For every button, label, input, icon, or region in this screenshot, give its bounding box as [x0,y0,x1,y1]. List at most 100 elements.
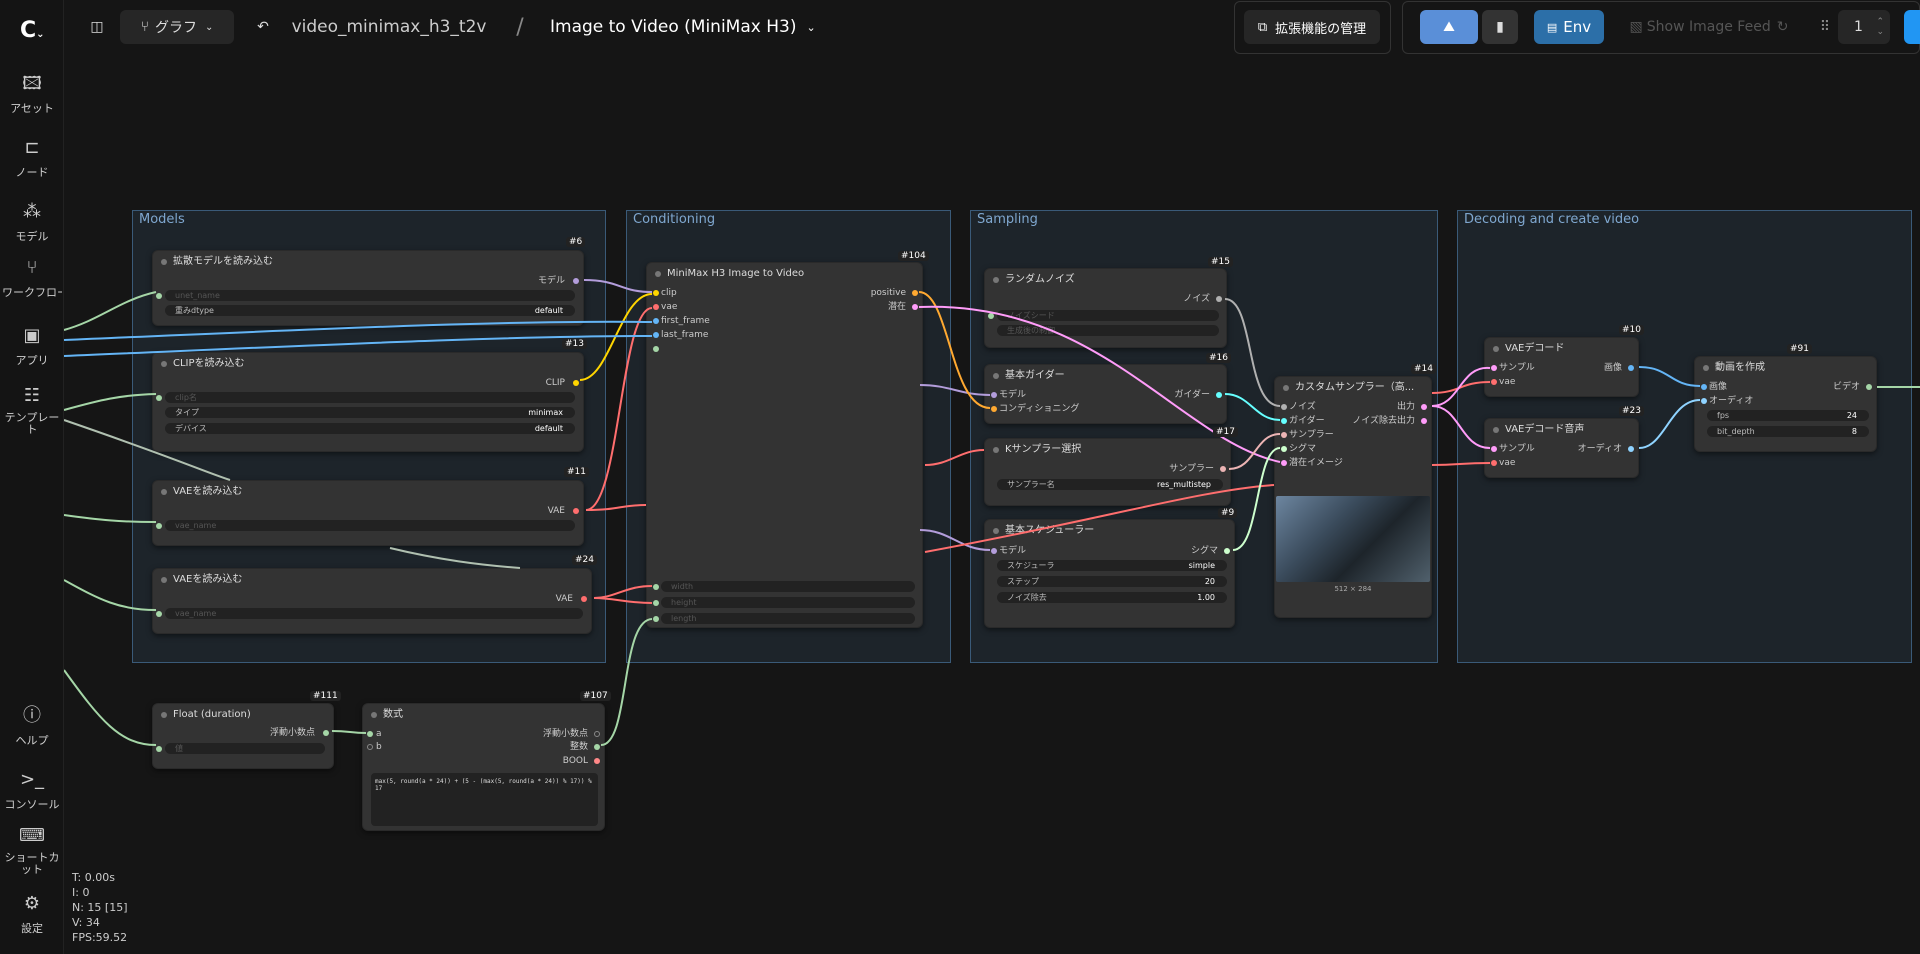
width-widget[interactable]: width [661,581,915,592]
node-load-clip[interactable]: CLIPを読み込む CLIP clip名 タイプ minimax デバイス de… [152,352,584,452]
graph-menu-button[interactable]: ⑂グラフ⌄ [120,10,234,44]
input-slot-vae[interactable] [653,304,659,310]
input-slot-width[interactable] [653,584,659,590]
output-slot[interactable] [581,596,587,602]
run-button[interactable]: ⛰ [1420,10,1478,44]
output-slot[interactable] [323,730,329,736]
input-slot-model[interactable] [991,548,997,554]
node-basic-guider[interactable]: 基本ガイダー モデル コンディショニング ガイダー [984,364,1227,424]
input-slot[interactable] [156,611,162,617]
height-widget[interactable]: height [661,597,915,608]
bit-depth-widget[interactable]: bit_depth 8 [1707,426,1869,437]
input-slot-last-frame[interactable] [653,332,659,338]
input-slot[interactable] [156,293,162,299]
value-widget[interactable]: 値 [165,743,325,754]
input-slot-height[interactable] [653,600,659,606]
sidebar-item-assets[interactable]: 🖾アセット [0,72,64,116]
sidebar-item-workflows[interactable]: ⑂ワークフロー [0,256,64,303]
input-slot-sigmas[interactable] [1281,446,1287,452]
input-slot-b[interactable] [367,744,373,750]
length-widget[interactable]: length [661,613,915,624]
output-slot-bool[interactable] [594,758,600,764]
output-slot-output[interactable] [1421,404,1427,410]
undo-button[interactable]: ↶ [248,10,278,44]
output-slot[interactable] [1224,548,1230,554]
node-ksampler-select[interactable]: Kサンプラー選択 サンプラー サンプラー名 res_multistep [984,438,1231,506]
toggle-panel-button[interactable]: ◫ [82,10,112,44]
subgraph-title[interactable]: Image to Video (MiniMax H3)⌄ [550,10,850,44]
input-slot[interactable] [988,313,994,319]
output-slot[interactable] [1216,296,1222,302]
input-slot-audio[interactable] [1701,398,1707,404]
input-slot[interactable] [156,746,162,752]
node-math-expression[interactable]: 数式 a b 浮動小数点 整数 BOOL max(5, round(a * 24… [362,703,605,831]
input-slot-samples[interactable] [1491,446,1497,452]
vae-name-widget[interactable]: vae_name [165,520,575,531]
node-minimax-image-to-video[interactable]: MiniMax H3 Image to Video clip vae first… [646,262,923,628]
sidebar-item-shortcuts[interactable]: ⌨ショートカット [0,824,64,876]
show-image-feed-toggle[interactable]: ▧Show Image Feed↻ [1624,10,1794,44]
clip-type-widget[interactable]: タイプ minimax [165,407,575,418]
input-slot[interactable] [653,346,659,352]
node-float-duration[interactable]: Float (duration) 浮動小数点 値 [152,703,334,769]
output-slot-float[interactable] [594,731,600,737]
sampler-name-widget[interactable]: サンプラー名 res_multistep [997,479,1223,490]
input-slot-first-frame[interactable] [653,318,659,324]
input-slot-a[interactable] [367,731,373,737]
output-slot[interactable] [1866,384,1872,390]
node-load-diffusion-model[interactable]: 拡散モデルを読み込む モデル unet_name 重みdtype default [152,250,584,326]
node-vae-decode-audio[interactable]: VAEデコード音声 サンプル vae オーディオ [1484,418,1639,478]
node-load-vae[interactable]: VAEを読み込む VAE vae_name [152,480,584,546]
output-slot[interactable] [1216,392,1222,398]
drag-handle[interactable]: ⠿ [1818,10,1832,44]
output-slot[interactable] [573,278,579,284]
input-slot-conditioning[interactable] [991,406,997,412]
input-slot-latent[interactable] [1281,460,1287,466]
queue-count-input[interactable]: 1⌃⌄ [1838,10,1890,44]
scheduler-widget[interactable]: スケジューラ simple [997,560,1227,571]
sidebar-item-settings[interactable]: ⚙設定 [0,892,64,936]
sidebar-item-console[interactable]: >_コンソール [0,768,64,812]
weight-dtype-widget[interactable]: 重みdtype default [165,305,575,316]
clip-name-widget[interactable]: clip名 [165,392,575,403]
node-create-video[interactable]: 動画を作成 画像 オーディオ ビデオ fps 24 bit_depth 8 [1694,356,1877,452]
input-slot-guider[interactable] [1281,418,1287,424]
input-slot-clip[interactable] [653,290,659,296]
output-slot[interactable] [1628,446,1634,452]
sidebar-item-models[interactable]: ⁂モデル [0,200,64,244]
input-slot-images[interactable] [1701,384,1707,390]
expression-textarea[interactable]: max(5, round(a * 24)) + (5 - (max(5, rou… [371,773,598,826]
input-slot[interactable] [156,523,162,529]
output-slot-int[interactable] [594,744,600,750]
sidebar-item-nodes[interactable]: ⊏ノード [0,136,64,180]
sidebar-item-templates[interactable]: ☷テンプレート [0,384,64,436]
app-logo[interactable]: C⌄ [20,18,45,43]
bookmark-button[interactable]: ▮ [1482,10,1518,44]
noise-seed-widget[interactable]: ノイズシード [997,310,1219,321]
output-slot-positive[interactable] [912,290,918,296]
workflow-breadcrumb[interactable]: video_minimax_h3_t2v [291,17,487,37]
input-slot-samples[interactable] [1491,365,1497,371]
output-slot-denoised[interactable] [1421,418,1427,424]
input-slot-noise[interactable] [1281,404,1287,410]
input-slot-length[interactable] [653,616,659,622]
output-slot[interactable] [1220,466,1226,472]
fps-widget[interactable]: fps 24 [1707,410,1869,421]
output-slot[interactable] [573,380,579,386]
output-slot[interactable] [1628,365,1634,371]
sidebar-item-apps[interactable]: ▣アプリ [0,324,64,368]
env-button[interactable]: ▤Env [1534,10,1604,44]
output-slot[interactable] [573,508,579,514]
node-vae-decode[interactable]: VAEデコード サンプル vae 画像 [1484,337,1639,397]
output-slot-latent[interactable] [912,304,918,310]
input-slot[interactable] [156,395,162,401]
input-slot-model[interactable] [991,392,997,398]
input-slot-vae[interactable] [1491,460,1497,466]
node-load-vae-audio[interactable]: VAEを読み込む VAE vae_name [152,568,592,634]
clip-device-widget[interactable]: デバイス default [165,423,575,434]
extensions-manager-button[interactable]: ⧉拡張機能の管理 [1244,10,1380,44]
primary-action-edge[interactable] [1904,10,1920,44]
node-basic-scheduler[interactable]: 基本スケジューラー モデル シグマ スケジューラ simple ステップ 20 … [984,519,1235,628]
node-random-noise[interactable]: ランダムノイズ ノイズ ノイズシード 生成後の制御 [984,268,1227,348]
